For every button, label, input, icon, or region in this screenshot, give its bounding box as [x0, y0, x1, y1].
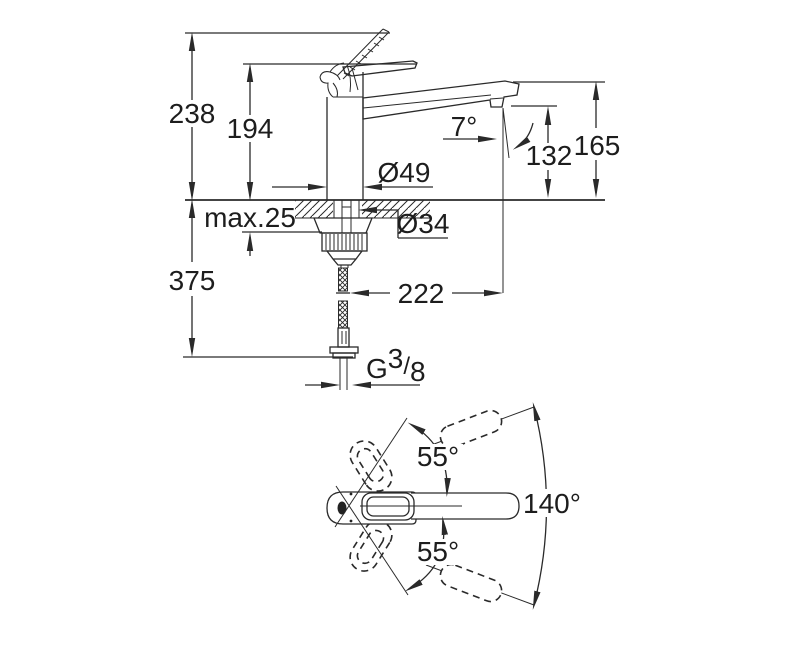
mounting-shank: [333, 200, 360, 233]
extension-lines: [183, 32, 605, 358]
swing-line-upper: [334, 417, 408, 528]
dim-hole-diameter: Ø34: [397, 208, 450, 239]
angle-swivel-range: 140°: [523, 488, 581, 519]
water-stream-lines: [502, 107, 510, 293]
cartridge-head: [319, 62, 363, 98]
top-view: 55° 55° 140°: [326, 402, 582, 610]
lever-raised-position: [336, 28, 390, 80]
body-dot-top: [349, 492, 353, 496]
lever-swing-lower: [349, 520, 393, 572]
dim-body-height: 194: [227, 113, 274, 144]
dim-stream-angle: 7°: [451, 111, 478, 142]
faucet-body-column: [326, 72, 364, 200]
swing-line-lower: [335, 485, 409, 596]
angle-swing-upper: 55°: [417, 441, 459, 472]
dim-outlet-height: 132: [526, 140, 573, 171]
dim-projection: 222: [398, 278, 445, 309]
dim-base-diameter: Ø49: [378, 157, 431, 188]
lever-swing-upper: [349, 440, 393, 492]
spout-swivel-lower: [439, 563, 503, 603]
spout: [362, 80, 520, 120]
faucet-side-profile: [295, 28, 520, 390]
dim-below-counter: 375: [169, 265, 216, 296]
body-dot-bottom: [349, 519, 353, 523]
dim-thread-size: G3/8: [366, 343, 426, 387]
spout-top: [411, 492, 520, 520]
hose-connector: [329, 346, 359, 354]
supply-hose: [329, 265, 359, 390]
mounting-nut: [313, 217, 373, 266]
dim-spout-height: 165: [574, 130, 621, 161]
lever-handle: [342, 60, 418, 77]
angle-swing-lower: 55°: [417, 536, 459, 567]
body-mark: [337, 501, 347, 515]
dim-counter-max: max.25: [204, 202, 296, 233]
side-view: 238 194 375 max.25 Ø49 Ø34 222 132 165 7…: [169, 28, 621, 390]
dim-total-height: 238: [169, 98, 216, 129]
